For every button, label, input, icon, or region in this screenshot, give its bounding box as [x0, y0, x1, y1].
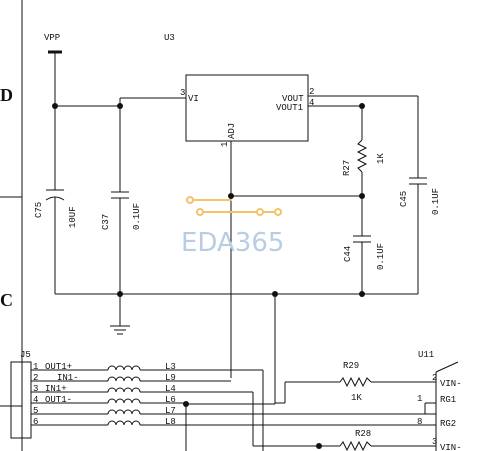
u11-pin-2-num: 2	[432, 373, 437, 383]
junction-dots	[52, 103, 365, 449]
u11-pin-1-num: 1	[417, 394, 422, 404]
r28-ref: R28	[355, 429, 371, 439]
u3-body	[185, 74, 309, 142]
j5-pin-1-num: 1	[33, 362, 38, 372]
junction-dot	[316, 443, 322, 449]
u11-pin-2-name: VIN-	[440, 379, 462, 389]
inductor-label-l8: L8	[165, 417, 176, 427]
junction-dot	[117, 291, 123, 297]
u11-pin-3-num: 3	[432, 437, 437, 447]
c75-ref: C75	[34, 202, 44, 218]
junction-dot	[359, 291, 365, 297]
u3-pin-adj-num: 1	[220, 142, 230, 147]
zone-letter-d: D	[0, 85, 13, 105]
j5-connector-body	[10, 361, 32, 439]
watermark-text: EDA365	[181, 228, 284, 258]
j5-pin-6-num: 6	[33, 417, 38, 427]
vpp-label: VPP	[44, 33, 60, 43]
c37-ref: C37	[101, 214, 111, 230]
inductor-label-l6: L6	[165, 395, 176, 405]
u11-pin-3-name: VIN-	[440, 443, 462, 451]
j5-pin-2-num: 2	[33, 373, 38, 383]
u3-pin-vout: VOUT	[282, 94, 304, 104]
junction-dot	[117, 103, 123, 109]
u3-ref: U3	[164, 33, 175, 43]
u11-pin-1-name: RG1	[440, 395, 456, 405]
j5-pin-1-name: OUT1+	[45, 362, 72, 372]
u3-pin-vi: VI	[188, 94, 199, 104]
inductor-l7	[107, 409, 141, 415]
c44-ref: C44	[343, 246, 353, 262]
junction-dot	[228, 193, 234, 199]
c37-value: 0.1UF	[132, 203, 142, 230]
r29-resistor	[339, 376, 372, 388]
inductor-l6	[107, 398, 141, 404]
u3-pin-vout-num: 2	[309, 87, 314, 97]
j5-pin-2-name: IN1-	[57, 373, 79, 383]
u3-pin-adj: ADJ	[227, 123, 237, 139]
j5-pin-3-name: IN1+	[45, 384, 67, 394]
inductor-label-l7: L7	[165, 406, 176, 416]
c45-value: 0.1UF	[431, 188, 441, 215]
j5-pin-4-num: 4	[33, 395, 38, 405]
u3-pin-vi-num: 3	[180, 88, 185, 98]
u3-pin-vout1-num: 4	[309, 98, 314, 108]
u11-pin-8-num: 8	[417, 417, 422, 427]
j5-pin-5-num: 5	[33, 406, 38, 416]
r27-resistor	[356, 139, 368, 173]
u3-pin-vout1: VOUT1	[276, 103, 303, 113]
inductor-l8	[107, 420, 141, 426]
zone-letter-c: C	[0, 290, 13, 310]
inductor-label-l4: L4	[165, 384, 176, 394]
inductor-l4	[107, 387, 141, 393]
c75-value: 10UF	[68, 206, 78, 228]
r29-ref: R29	[343, 361, 359, 371]
u11-ref: U11	[418, 350, 434, 360]
c45-ref: C45	[399, 191, 409, 207]
watermark-logo	[186, 196, 282, 216]
j5-ref: J5	[20, 350, 31, 360]
junction-dot	[52, 103, 58, 109]
inductor-coils	[107, 365, 141, 426]
junction-dot	[359, 193, 365, 199]
inductor-label-l3: L3	[165, 362, 176, 372]
u11-pin-8-name: RG2	[440, 419, 456, 429]
r28-resistor	[339, 440, 372, 451]
inductor-l9	[107, 376, 141, 382]
junction-dot	[359, 103, 365, 109]
j5-pin-3-num: 3	[33, 384, 38, 394]
c44-value: 0.1UF	[376, 243, 386, 270]
inductor-label-l9: L9	[165, 373, 176, 383]
inductor-l3	[107, 365, 141, 371]
j5-pin-4-name: OUT1-	[45, 395, 72, 405]
u11-body	[435, 361, 459, 373]
junction-dot	[183, 401, 189, 407]
r29-value: 1K	[351, 393, 362, 403]
r27-ref: R27	[342, 160, 352, 176]
junction-dot	[272, 291, 278, 297]
r27-value: 1K	[376, 153, 386, 164]
